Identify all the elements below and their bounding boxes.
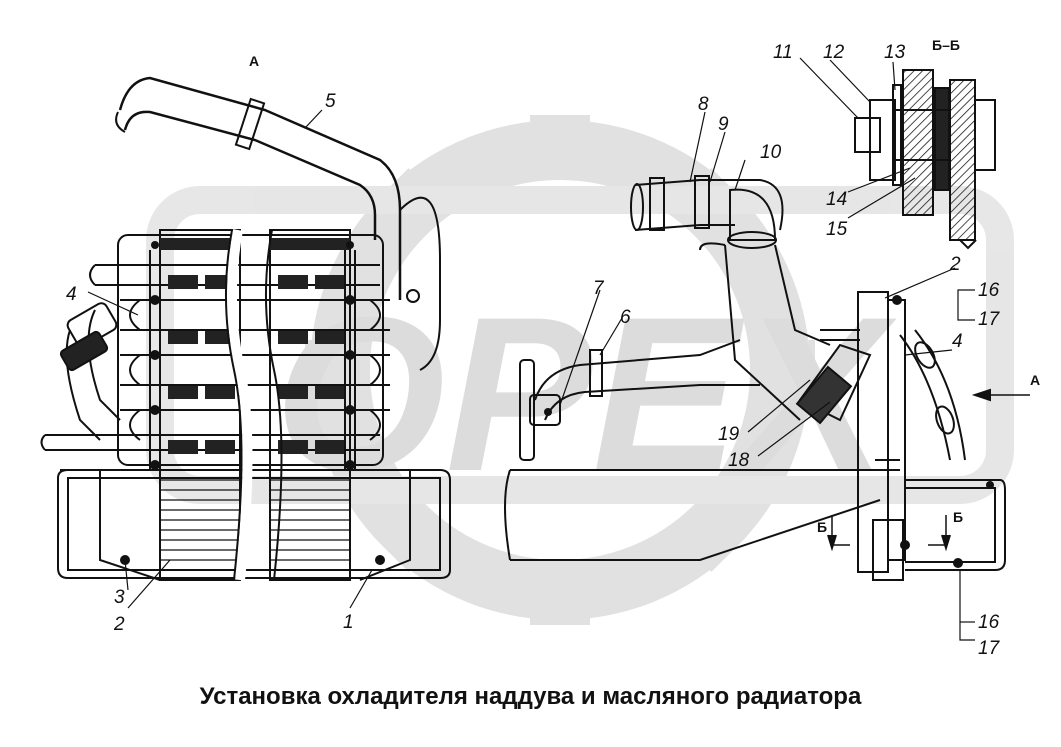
callout-5: 5 <box>325 91 336 112</box>
callout-7: 7 <box>593 278 605 299</box>
callout-12: 12 <box>823 42 845 63</box>
callout-18: 18 <box>728 450 750 471</box>
callout-2-right: 2 <box>949 254 961 275</box>
view-a-right: А <box>1030 372 1040 388</box>
callout-15: 15 <box>826 219 848 240</box>
callout-9: 9 <box>718 114 729 135</box>
section-detail <box>854 69 996 250</box>
left-assembly <box>40 76 451 581</box>
callout-3: 3 <box>114 587 125 608</box>
callout-6: 6 <box>620 307 631 328</box>
callout-8: 8 <box>698 94 709 115</box>
section-b-right: Б <box>953 509 963 525</box>
callout-4-left: 4 <box>66 284 77 305</box>
callout-2-left: 2 <box>113 614 125 635</box>
callout-11: 11 <box>773 42 793 63</box>
view-a-top: А <box>249 53 259 69</box>
callout-14: 14 <box>826 189 847 210</box>
callout-13: 13 <box>884 42 906 63</box>
callout-10: 10 <box>760 142 782 163</box>
leader-lines <box>87 57 975 641</box>
callout-4-right: 4 <box>952 331 963 352</box>
view-labels: А А Б–Б Б Б <box>249 37 1040 535</box>
section-b-b-label: Б–Б <box>932 37 960 53</box>
callout-labels: 1 2 3 4 5 6 7 8 9 10 11 12 13 14 15 2 16… <box>66 42 1001 659</box>
callout-17-top: 17 <box>978 309 1001 330</box>
technical-drawing: OPEX <box>40 37 1040 659</box>
callout-16-bottom: 16 <box>978 612 1000 633</box>
callout-19: 19 <box>718 424 740 445</box>
figure-caption: Установка охладителя наддува и масляного… <box>199 683 862 710</box>
callout-16-top: 16 <box>978 280 1000 301</box>
callout-1: 1 <box>343 612 354 633</box>
right-assembly <box>504 175 1030 581</box>
callout-17-bottom: 17 <box>978 638 1001 659</box>
section-b-left: Б <box>817 519 827 535</box>
